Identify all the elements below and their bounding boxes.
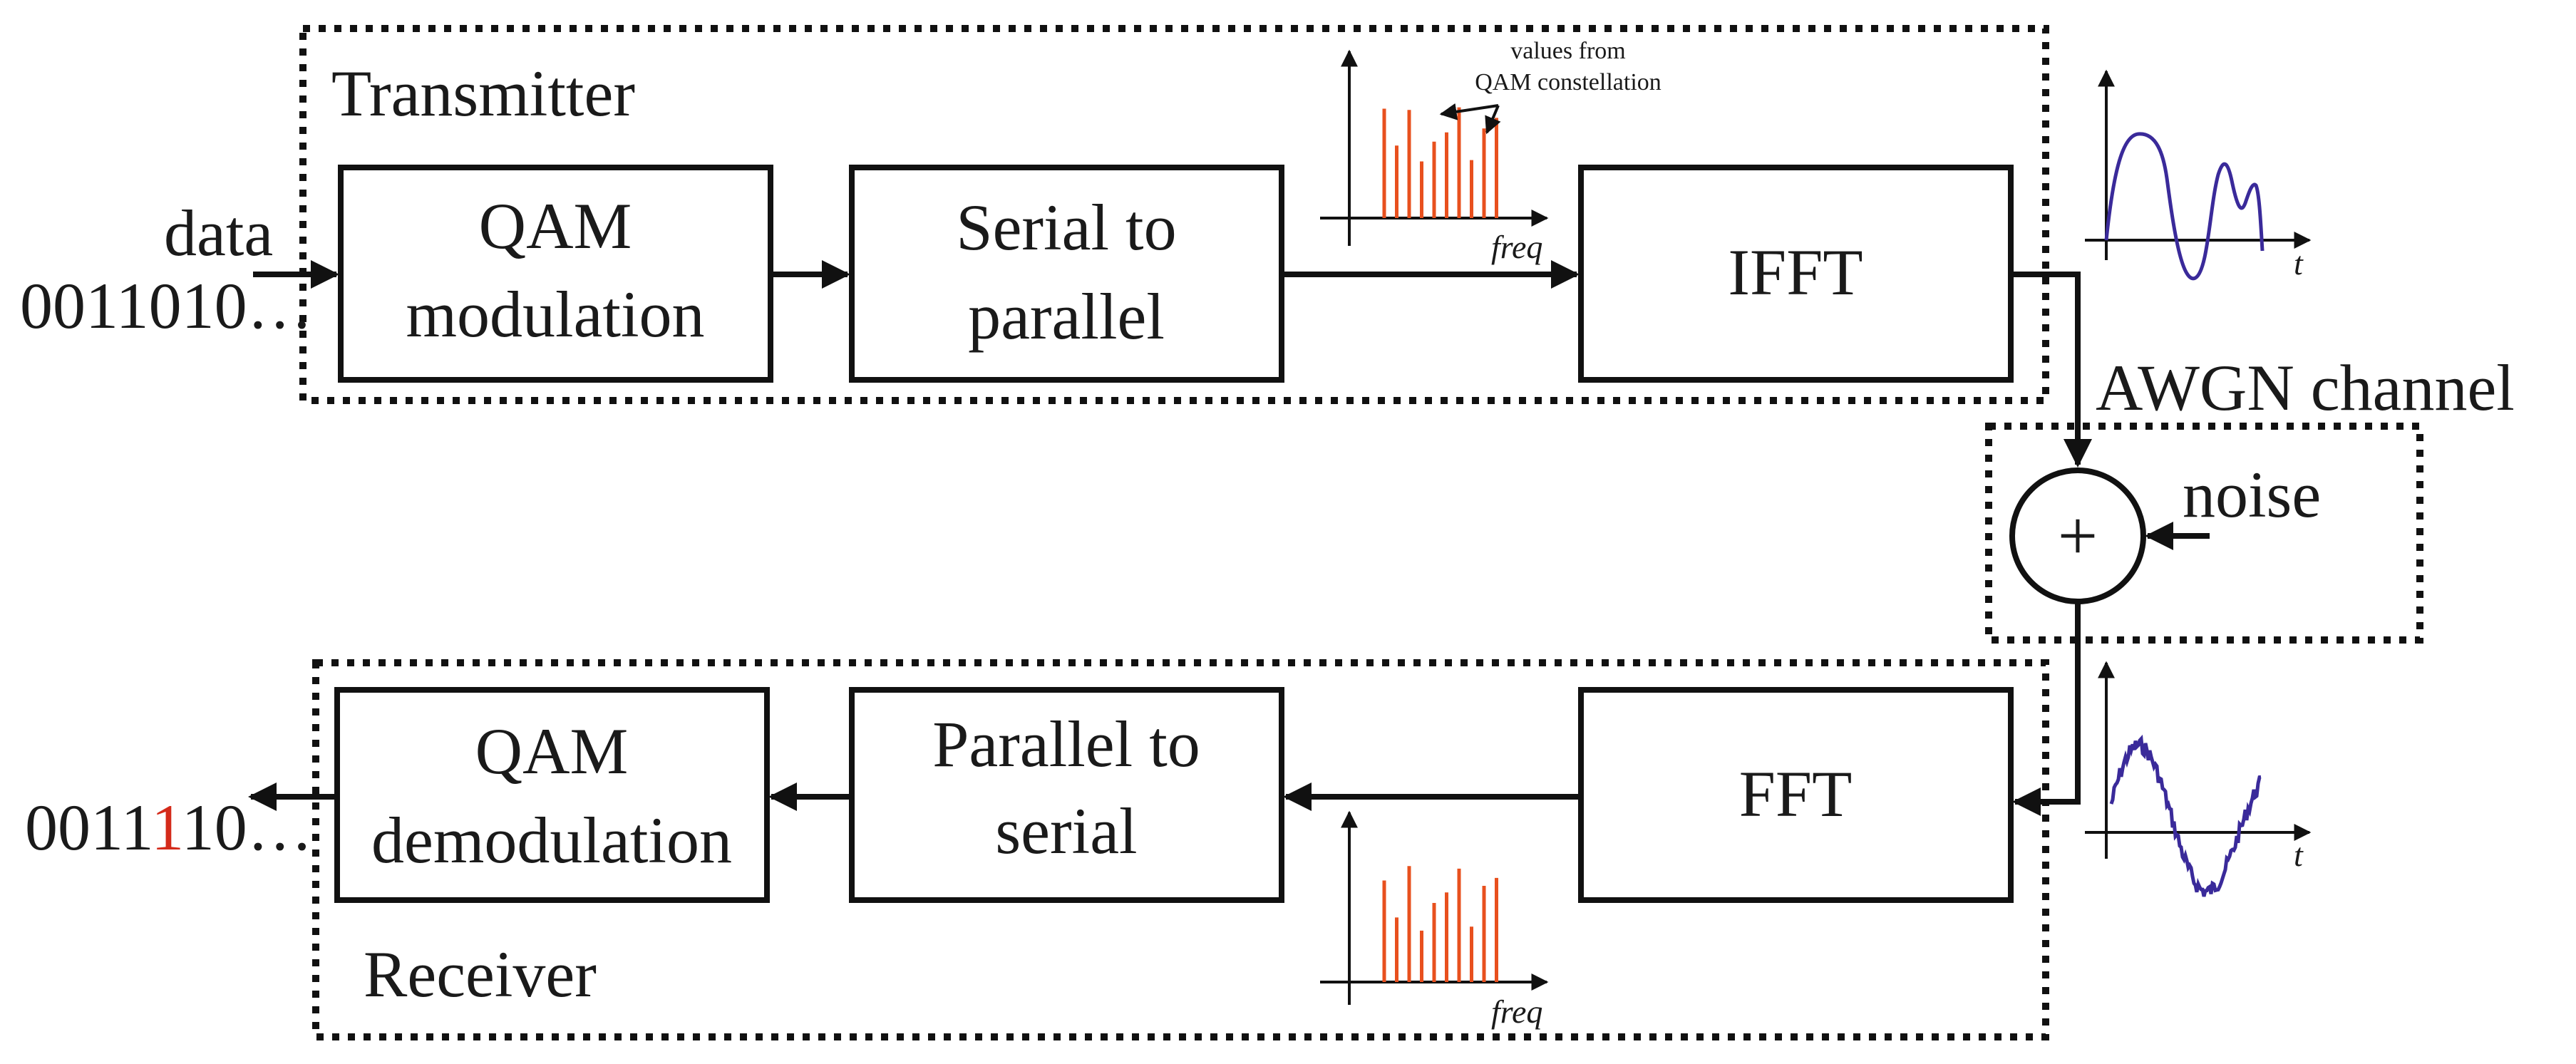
fft-block <box>1578 687 2014 903</box>
tx-annotation-pointer-right <box>1485 105 1501 135</box>
output-bits-prefix: 0011 <box>25 791 153 864</box>
channel-label: AWGN channel <box>2096 351 2515 424</box>
tx-annotation-line-2: QAM constellation <box>1475 69 1661 95</box>
rx-time-waveform <box>2109 734 2262 897</box>
tx-annotation-pointer-left <box>1439 103 1499 120</box>
tx-annotation-line-1: values from <box>1510 38 1625 64</box>
transmitter-region <box>299 25 2049 404</box>
tx-freq-axis-label: freq <box>1491 229 1542 265</box>
input-data-label: data <box>164 197 273 269</box>
receiver-label: Receiver <box>364 938 597 1011</box>
rx-freq-axis-label: freq <box>1491 993 1542 1030</box>
output-bits: 0011110… <box>25 791 313 864</box>
qam-modulation-label-2: modulation <box>406 278 704 351</box>
serial-to-parallel-block <box>849 165 1284 383</box>
tx-time-waveform <box>2104 132 2265 281</box>
channel-region <box>1985 423 2423 644</box>
rx-time-plot: t <box>2085 661 2312 897</box>
serial-to-parallel-label-1: Serial to <box>956 191 1176 264</box>
rx-time-axis-label: t <box>2294 837 2304 873</box>
output-bits-suffix: 10… <box>182 791 312 864</box>
fft-label: FFT <box>1739 758 1853 830</box>
adder-symbol: + <box>2058 496 2098 575</box>
arrow-ifft-to-adder <box>2011 272 2092 468</box>
output-bits-error: 1 <box>153 791 183 864</box>
tx-frequency-plot: freq values from QAM constellation <box>1320 38 1661 265</box>
qam-modulation-label-1: QAM <box>479 190 632 262</box>
qam-demodulation-label-1: QAM <box>475 715 629 787</box>
qam-demodulation-label-2: demodulation <box>371 804 732 877</box>
ifft-block <box>1578 165 2014 383</box>
qam-demodulation-block <box>334 687 770 903</box>
noise-label: noise <box>2183 458 2321 531</box>
tx-time-axis-label: t <box>2294 245 2304 282</box>
parallel-to-serial-label-2: serial <box>995 795 1137 867</box>
tx-freq-bars <box>1382 107 1498 218</box>
rx-freq-bars <box>1382 866 1498 982</box>
serial-to-parallel-label-2: parallel <box>968 280 1165 353</box>
qam-modulation-block <box>338 165 773 383</box>
receiver-region <box>312 659 2049 1040</box>
rx-frequency-plot: freq <box>1320 810 1549 1030</box>
ifft-label: IFFT <box>1728 236 1863 309</box>
transmitter-label: Transmitter <box>331 57 635 130</box>
input-bits: 0011010… <box>20 269 313 342</box>
parallel-to-serial-label-1: Parallel to <box>932 708 1200 780</box>
arrow-adder-to-fft <box>2012 601 2081 816</box>
tx-time-plot: t <box>2085 69 2312 282</box>
